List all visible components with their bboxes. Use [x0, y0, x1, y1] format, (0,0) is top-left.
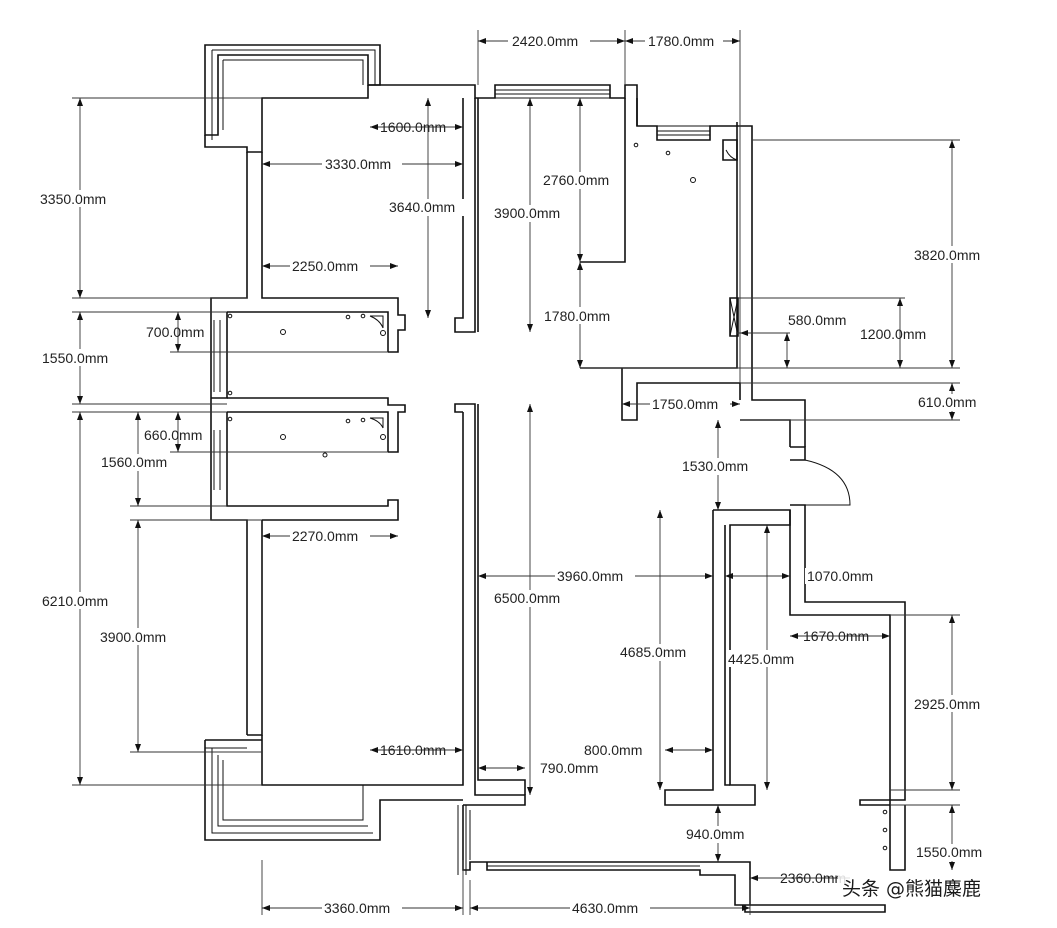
dim-1750: 1750.0mm: [652, 396, 718, 412]
dim-800: 800.0mm: [584, 742, 642, 758]
dim-2250: 2250.0mm: [292, 258, 358, 274]
dim-1550-right: 1550.0mm: [916, 844, 982, 860]
dim-4685: 4685.0mm: [620, 644, 686, 660]
dim-790: 790.0mm: [540, 760, 598, 776]
dim-3900-low: 3900.0mm: [100, 629, 166, 645]
dim-2270: 2270.0mm: [292, 528, 358, 544]
fixture-dots: [227, 142, 888, 851]
dim-3640: 3640.0mm: [389, 199, 455, 215]
dim-1780-top: 1780.0mm: [648, 33, 714, 49]
dim-580: 580.0mm: [788, 312, 846, 328]
dim-660: 660.0mm: [144, 427, 202, 443]
dim-3360: 3360.0mm: [324, 900, 390, 916]
walls: [204, 44, 906, 913]
dim-940: 940.0mm: [686, 826, 744, 842]
dim-3330: 3330.0mm: [325, 156, 391, 172]
watermark-text: 头条 @熊猫麋鹿: [842, 878, 981, 900]
dim-3350: 3350.0mm: [40, 191, 106, 207]
dim-2925: 2925.0mm: [914, 696, 980, 712]
dim-2420: 2420.0mm: [512, 33, 578, 49]
dim-4630: 4630.0mm: [572, 900, 638, 916]
dim-1600: 1600.0mm: [380, 119, 446, 135]
dim-700: 700.0mm: [146, 324, 204, 340]
dim-2760: 2760.0mm: [543, 172, 609, 188]
dim-1670: 1670.0mm: [803, 628, 869, 644]
dim-4425: 4425.0mm: [728, 651, 794, 667]
dim-3960: 3960.0mm: [557, 568, 623, 584]
dim-1610: 1610.0mm: [380, 742, 446, 758]
dim-610: 610.0mm: [918, 394, 976, 410]
dim-2360: 2360.0mm: [780, 870, 846, 886]
dimension-arrows: [77, 38, 955, 911]
dimension-labels: 2420.0mm 1780.0mm 1600.0mm 3330.0mm 3350…: [38, 33, 994, 916]
dim-3900-top: 3900.0mm: [494, 205, 560, 221]
dim-3820: 3820.0mm: [914, 247, 980, 263]
dim-1560: 1560.0mm: [101, 454, 167, 470]
watermark: 头条 @熊猫麋鹿: [838, 872, 1038, 902]
dim-1070: 1070.0mm: [807, 568, 873, 584]
dim-6210: 6210.0mm: [42, 593, 108, 609]
dim-1550-left: 1550.0mm: [42, 350, 108, 366]
dim-1200: 1200.0mm: [860, 326, 926, 342]
dim-1780-mid: 1780.0mm: [544, 308, 610, 324]
dim-6500: 6500.0mm: [494, 590, 560, 606]
dim-1530: 1530.0mm: [682, 458, 748, 474]
